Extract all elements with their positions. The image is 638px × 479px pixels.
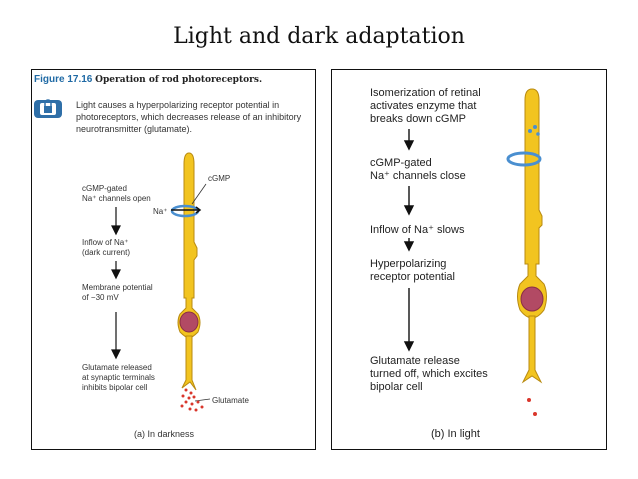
step-channels-close: cGMP-gated Na⁺ channels close bbox=[370, 157, 466, 182]
rod-nucleus bbox=[520, 286, 544, 312]
cgmp-molecule bbox=[536, 132, 540, 136]
cgmp-molecule bbox=[528, 129, 532, 133]
step-membrane-potential: Membrane potential of −30 mV bbox=[82, 283, 153, 302]
panel-light: Isomerization of retinal activates enzym… bbox=[331, 69, 607, 450]
rod-nucleus bbox=[179, 311, 199, 333]
rod-axon bbox=[521, 315, 543, 384]
step-inflow-slows: Inflow of Na⁺ slows bbox=[370, 224, 465, 236]
rod-cell bbox=[170, 152, 211, 402]
rod-outer-segment bbox=[517, 88, 547, 319]
panel-darkness: Figure 17.16 Operation of rod photorecep… bbox=[31, 69, 316, 450]
lock-icon bbox=[34, 99, 62, 118]
rod-cell-light bbox=[506, 88, 547, 384]
slide-title: Light and dark adaptation bbox=[173, 24, 465, 49]
flow-arrows-dark bbox=[111, 207, 121, 360]
cgmp-molecule bbox=[533, 125, 537, 129]
step-glutamate-released: Glutamate released at synaptic terminals… bbox=[82, 363, 155, 392]
step-isomerization: Isomerization of retinal activates enzym… bbox=[370, 87, 481, 125]
step-hyperpolarizing: Hyperpolarizing receptor potential bbox=[370, 258, 455, 283]
cgmp-channel-icon bbox=[506, 151, 542, 167]
caption-light: (b) In light bbox=[431, 428, 480, 440]
label-na: Na⁺ bbox=[153, 207, 168, 216]
glutamate-dots bbox=[527, 398, 537, 416]
figure-description: Light causes a hyperpolarizing receptor … bbox=[76, 100, 302, 134]
rod-axon bbox=[181, 335, 197, 391]
rod-outer-segment bbox=[177, 152, 201, 339]
figure-title: Operation of rod photoreceptors. bbox=[95, 75, 263, 85]
caption-darkness: (a) In darkness bbox=[134, 429, 195, 439]
rod-diagram-light bbox=[403, 88, 547, 416]
flow-arrows-light bbox=[403, 129, 415, 352]
step-glutamate-turned-off: Glutamate release turned off, which exci… bbox=[370, 355, 488, 393]
step-channels-open: cGMP-gated Na⁺ channels open bbox=[82, 184, 151, 203]
label-cgmp: cGMP bbox=[208, 174, 231, 183]
step-dark-current: Inflow of Na⁺ (dark current) bbox=[82, 238, 131, 257]
figure-number: Figure 17.16 bbox=[34, 74, 93, 85]
glutamate-dots bbox=[180, 388, 204, 412]
label-glutamate: Glutamate bbox=[212, 396, 249, 405]
rod-diagram-dark bbox=[34, 99, 211, 412]
figure-heading: Figure 17.16 Operation of rod photorecep… bbox=[34, 74, 262, 85]
